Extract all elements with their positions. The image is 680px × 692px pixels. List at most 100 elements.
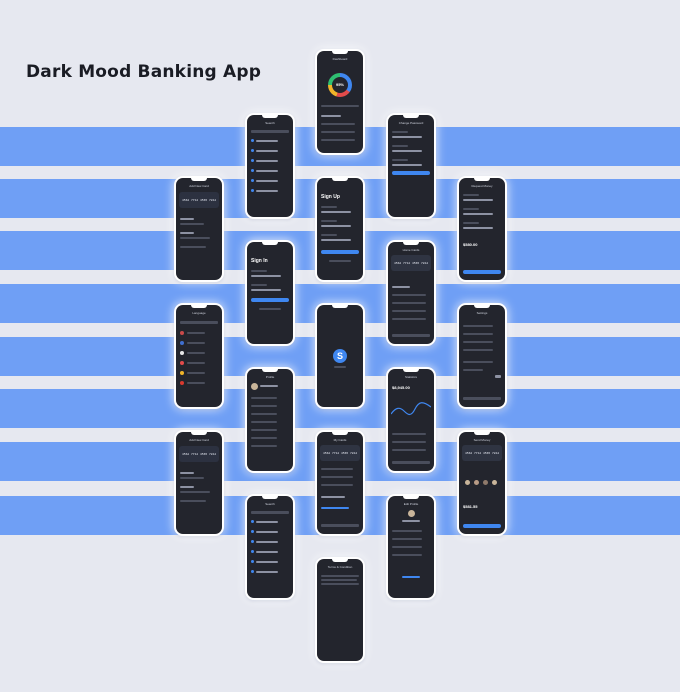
confirm-password-field[interactable] xyxy=(392,164,422,166)
email-field[interactable] xyxy=(463,213,493,215)
list-item[interactable] xyxy=(256,561,278,563)
list-item[interactable] xyxy=(392,318,426,320)
search-input[interactable] xyxy=(180,321,218,324)
email-field[interactable] xyxy=(321,225,351,227)
name-field[interactable] xyxy=(321,211,351,213)
list-item[interactable] xyxy=(392,441,426,443)
avatar[interactable] xyxy=(474,480,479,485)
list-item[interactable] xyxy=(187,342,205,344)
list-item[interactable] xyxy=(256,180,278,182)
avatar xyxy=(251,159,254,162)
menu-item[interactable] xyxy=(251,429,277,431)
list-item[interactable] xyxy=(256,531,278,533)
phone-my-cards: My Cards 4562 7712 4565 7812 xyxy=(315,430,365,536)
list-item[interactable] xyxy=(187,372,205,374)
phone-language: Language xyxy=(174,303,224,409)
old-password-field[interactable] xyxy=(392,136,422,138)
list-item[interactable] xyxy=(187,362,205,364)
sign-up-button[interactable] xyxy=(321,250,359,254)
text-line xyxy=(334,366,346,368)
account-field[interactable] xyxy=(463,227,493,229)
change-password-button[interactable] xyxy=(392,171,430,175)
screen-header: Add New Card xyxy=(189,438,209,442)
credit-card[interactable]: 4562 7712 4565 7812 xyxy=(462,445,502,461)
list-item[interactable] xyxy=(321,123,355,125)
text-line xyxy=(251,270,267,272)
notch xyxy=(474,305,490,308)
toggle-switch[interactable] xyxy=(495,375,501,378)
search-input[interactable] xyxy=(251,130,289,133)
password-field[interactable] xyxy=(321,239,351,241)
flag-icon xyxy=(180,331,184,335)
list-item[interactable] xyxy=(321,476,353,478)
flag-icon xyxy=(180,341,184,345)
settings-item[interactable] xyxy=(463,369,483,371)
menu-item[interactable] xyxy=(251,437,277,439)
avatar[interactable] xyxy=(465,480,470,485)
screen: S xyxy=(317,305,363,407)
list-item[interactable] xyxy=(321,484,353,486)
save-link[interactable] xyxy=(402,576,420,578)
phone-field[interactable] xyxy=(392,546,422,548)
list-item[interactable] xyxy=(256,190,278,192)
settings-item[interactable] xyxy=(463,361,493,363)
menu-item[interactable] xyxy=(251,397,277,399)
password-field[interactable] xyxy=(251,289,281,291)
sign-in-button[interactable] xyxy=(251,298,289,302)
credit-card[interactable]: 4562 7712 4565 7812 xyxy=(320,445,360,461)
menu-item[interactable] xyxy=(251,405,277,407)
sign-up-link[interactable] xyxy=(259,308,281,310)
list-item[interactable] xyxy=(392,449,426,451)
text-line xyxy=(180,232,194,234)
settings-item[interactable] xyxy=(463,325,493,327)
settings-item[interactable] xyxy=(463,349,493,351)
avatar[interactable] xyxy=(492,480,497,485)
list-item[interactable] xyxy=(187,382,205,384)
sign-in-link[interactable] xyxy=(329,260,351,262)
list-item[interactable] xyxy=(392,433,426,435)
list-item[interactable] xyxy=(321,468,353,470)
list-item[interactable] xyxy=(392,302,426,304)
menu-item[interactable] xyxy=(251,413,277,415)
menu-item[interactable] xyxy=(251,421,277,423)
list-item[interactable] xyxy=(392,294,426,296)
screen-header: Request Money xyxy=(471,184,493,188)
list-item[interactable] xyxy=(187,332,205,334)
list-item[interactable] xyxy=(321,139,355,141)
list-item[interactable] xyxy=(321,131,355,133)
notch xyxy=(191,305,207,308)
menu-item[interactable] xyxy=(251,445,277,447)
request-button[interactable] xyxy=(463,270,501,274)
send-button[interactable] xyxy=(463,524,501,528)
list-item[interactable] xyxy=(256,551,278,553)
credit-card[interactable]: 4562 7712 4565 7812 xyxy=(391,255,431,271)
list-item[interactable] xyxy=(256,170,278,172)
tab-bar[interactable] xyxy=(321,524,359,527)
screen-header: Change Password xyxy=(398,121,424,125)
email-field[interactable] xyxy=(251,275,281,277)
text-line xyxy=(321,115,341,117)
tab-bar[interactable] xyxy=(392,461,430,464)
list-item[interactable] xyxy=(256,150,278,152)
card-number: 4562 7712 4565 7812 xyxy=(182,453,217,456)
avatar[interactable] xyxy=(483,480,488,485)
name-field[interactable] xyxy=(463,199,493,201)
avatar[interactable] xyxy=(408,510,415,517)
list-item[interactable] xyxy=(256,541,278,543)
list-item[interactable] xyxy=(256,160,278,162)
tab-bar[interactable] xyxy=(463,397,501,400)
list-item[interactable] xyxy=(392,310,426,312)
list-item[interactable] xyxy=(256,140,278,142)
list-item[interactable] xyxy=(256,521,278,523)
email-field[interactable] xyxy=(392,538,422,540)
tab-bar[interactable] xyxy=(392,334,430,337)
address-field[interactable] xyxy=(392,554,422,556)
search-input[interactable] xyxy=(251,511,289,514)
settings-item[interactable] xyxy=(463,333,493,335)
new-password-field[interactable] xyxy=(392,150,422,152)
list-item[interactable] xyxy=(187,352,205,354)
list-item[interactable] xyxy=(256,571,278,573)
name-field[interactable] xyxy=(392,530,422,532)
text-line xyxy=(180,486,194,488)
settings-item[interactable] xyxy=(463,341,493,343)
